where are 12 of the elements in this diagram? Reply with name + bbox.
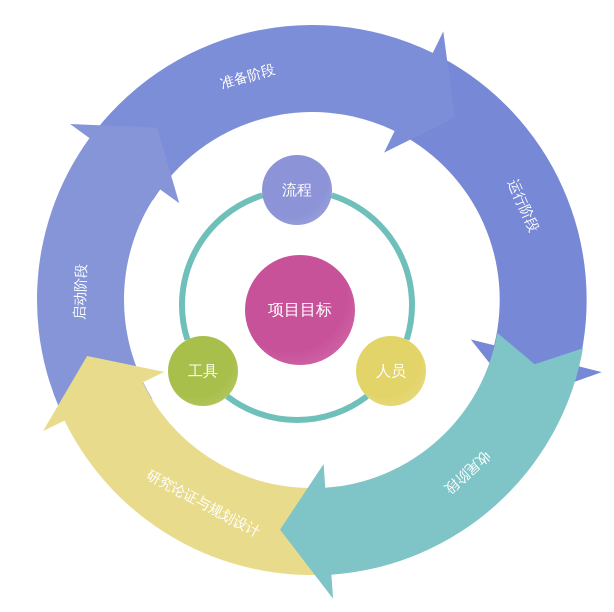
stage-label: 运行阶段 xyxy=(504,176,544,236)
ring-connector xyxy=(330,192,415,340)
ring-connector xyxy=(179,192,264,340)
stage-label: 准备阶段 xyxy=(218,61,278,94)
circle-node: 人员 xyxy=(356,336,426,406)
circle-node: 流程 xyxy=(262,155,332,225)
stage-label: 启动阶段 xyxy=(70,264,91,320)
circle-node: 工具 xyxy=(168,336,238,406)
stage-label: 研究论证与规划设计 xyxy=(143,466,264,542)
ring-connector xyxy=(225,394,369,423)
stage-label: 收尾阶段 xyxy=(440,446,494,498)
circle-node: 项目目标 xyxy=(245,255,355,365)
